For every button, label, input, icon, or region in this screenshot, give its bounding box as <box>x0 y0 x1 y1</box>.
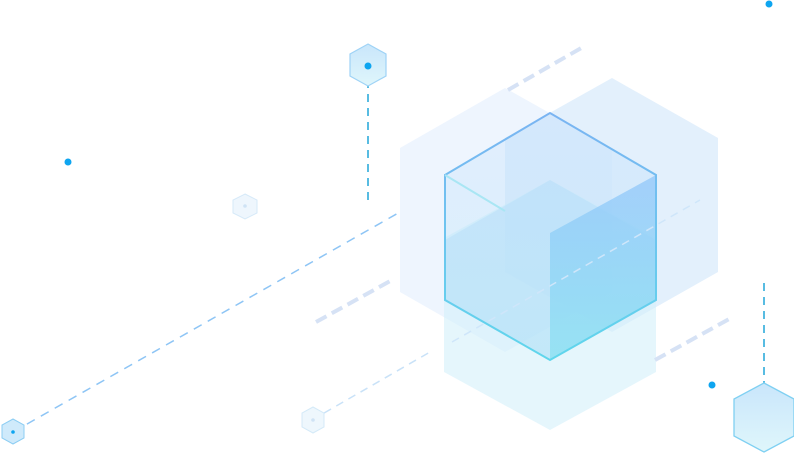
dot-right <box>708 381 716 389</box>
cube-outline <box>444 111 657 362</box>
dot-hex-top <box>364 62 372 70</box>
dash-line-long <box>12 211 401 433</box>
faint-dash-right <box>654 316 732 362</box>
cube-inner-edge <box>444 174 506 212</box>
faint-dash-top <box>507 45 584 92</box>
faint-dash-left <box>315 278 393 324</box>
dash-line-cube <box>451 199 701 343</box>
dot-hex-bottom-left <box>11 430 15 434</box>
main-cube <box>444 111 657 362</box>
dots <box>11 0 773 434</box>
hex-bottom-right <box>733 382 794 453</box>
dashed-diagonals <box>12 199 701 433</box>
dot-hex-faint <box>243 204 247 208</box>
dash-line-mid <box>311 351 431 421</box>
dot-top-right <box>765 0 773 8</box>
faint-dashed-lines <box>315 45 732 362</box>
dot-left <box>64 158 72 166</box>
dot-hex-bottom-mid <box>311 418 315 422</box>
